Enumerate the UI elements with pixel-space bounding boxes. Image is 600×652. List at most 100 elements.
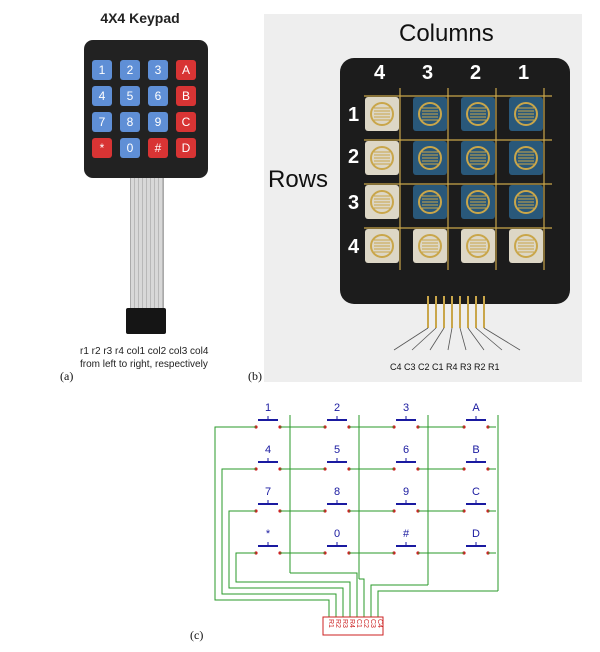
sch-key-star: * xyxy=(266,528,271,540)
pcb-contact-ring xyxy=(418,102,442,126)
ribbon-cable xyxy=(130,178,164,308)
sch-key-d: D xyxy=(472,528,480,540)
column-route xyxy=(370,584,428,617)
switch-gap xyxy=(254,465,282,473)
pcb-column-4: 4 xyxy=(374,62,386,84)
switch-node xyxy=(347,425,351,429)
switch-gap xyxy=(392,423,420,431)
pcb-contact-ring xyxy=(514,146,538,170)
pin-leader xyxy=(393,327,429,351)
switch-node xyxy=(416,467,420,471)
pcb-contact-ring xyxy=(370,234,394,258)
pin-leader xyxy=(475,327,503,351)
pin-leader xyxy=(483,327,521,351)
switch-gap xyxy=(392,507,420,515)
sch-key-5: 5 xyxy=(334,444,340,456)
pin-leader xyxy=(467,327,485,351)
switch-node xyxy=(416,425,420,429)
column-route xyxy=(359,578,365,617)
conn-pin-c1: C1 xyxy=(355,619,362,628)
pcb-row-4: 4 xyxy=(348,236,360,258)
key-8: 8 xyxy=(120,112,140,132)
sch-key-6: 6 xyxy=(403,444,409,456)
row-route xyxy=(221,468,337,617)
pcb-contact-ring xyxy=(466,146,490,170)
pcb-column-3: 3 xyxy=(422,62,434,84)
schematic-key-labels: 1 2 3 A 4 5 6 B 7 8 9 C * 0 # D xyxy=(265,402,480,540)
pcb-row-numbers: 1 2 3 4 xyxy=(348,104,368,264)
pcb-contact-ring xyxy=(418,146,442,170)
sch-key-7: 7 xyxy=(265,486,271,498)
switch-gap xyxy=(323,423,351,431)
key-3: 3 xyxy=(148,60,168,80)
columns-label: Columns xyxy=(399,20,494,47)
pcb-contact-ring xyxy=(514,102,538,126)
pcb-row-3: 3 xyxy=(348,192,360,214)
pin-leader xyxy=(459,327,467,351)
row-route xyxy=(228,510,344,617)
pcb-contact-ring xyxy=(514,190,538,214)
switch-gap xyxy=(462,465,490,473)
schematic-connector-pins: R1 R2 R3 R4 C1 C2 C3 C4 xyxy=(327,619,383,628)
schematic-connector xyxy=(322,616,384,636)
pcb-contact-ring xyxy=(418,234,442,258)
key-a: A xyxy=(176,60,196,80)
pcb-board xyxy=(340,58,570,304)
pcb-contact-ring xyxy=(466,190,490,214)
pcb-contact-ring xyxy=(466,234,490,258)
pcb-pin-labels: C4 C3 C2 C1 R4 R3 R2 R1 xyxy=(390,362,500,372)
pin-leader xyxy=(447,327,453,351)
switch-gap xyxy=(323,507,351,515)
key-7: 7 xyxy=(92,112,112,132)
key-c: C xyxy=(176,112,196,132)
pcb-contact-ring xyxy=(514,234,538,258)
sch-key-c: C xyxy=(472,486,480,498)
key-hash: # xyxy=(148,138,168,158)
pcb-contact-ring xyxy=(418,190,442,214)
switch-node xyxy=(416,551,420,555)
key-b: B xyxy=(176,86,196,106)
pin-order-note-line1: r1 r2 r3 r4 col1 col2 col3 col4 xyxy=(80,346,209,357)
conn-pin-r3: R3 xyxy=(341,619,348,628)
conn-pin-r1: R1 xyxy=(327,619,334,628)
keypad-title: 4X4 Keypad xyxy=(100,10,180,26)
schematic-switches xyxy=(254,416,490,557)
panel-b-label: (b) xyxy=(248,369,262,383)
sch-key-3: 3 xyxy=(403,402,409,414)
sch-key-9: 9 xyxy=(403,486,409,498)
keypad-key-grid: 1 2 3 A 4 5 6 B 7 8 9 C * 0 # D xyxy=(92,60,202,170)
sch-key-2: 2 xyxy=(334,402,340,414)
sch-key-a: A xyxy=(472,402,480,414)
sch-key-b: B xyxy=(472,444,479,456)
switch-gap xyxy=(462,423,490,431)
switch-gap xyxy=(323,465,351,473)
pin-order-note-line2: from left to right, respectively xyxy=(80,359,208,370)
pcb-contact-ring xyxy=(370,102,394,126)
key-1: 1 xyxy=(92,60,112,80)
key-2: 2 xyxy=(120,60,140,80)
pin-trace-group xyxy=(393,296,521,351)
pcb-contact-ring xyxy=(370,146,394,170)
pin-leader xyxy=(429,327,445,351)
pcb-column-2: 2 xyxy=(470,62,482,84)
conn-pin-r4: R4 xyxy=(348,619,355,628)
key-0: 0 xyxy=(120,138,140,158)
keypad-membrane: 1 2 3 A 4 5 6 B 7 8 9 C * 0 # D xyxy=(84,40,208,178)
conn-pin-c4: C4 xyxy=(376,619,383,628)
switch-node xyxy=(416,509,420,513)
sch-key-4: 4 xyxy=(265,444,271,456)
pcb-row-1: 1 xyxy=(348,104,360,126)
ribbon-connector xyxy=(126,308,166,334)
pcb-contact-ring xyxy=(466,102,490,126)
switch-gap xyxy=(254,549,282,557)
row-route xyxy=(214,426,330,617)
sch-key-1: 1 xyxy=(265,402,271,414)
key-star: * xyxy=(92,138,112,158)
switch-node xyxy=(347,467,351,471)
switch-gap xyxy=(392,465,420,473)
sch-key-hash: # xyxy=(403,528,410,540)
panel-c-label: (c) xyxy=(190,628,204,642)
switch-gap xyxy=(462,507,490,515)
conn-pin-r2: R2 xyxy=(334,619,341,628)
key-5: 5 xyxy=(120,86,140,106)
